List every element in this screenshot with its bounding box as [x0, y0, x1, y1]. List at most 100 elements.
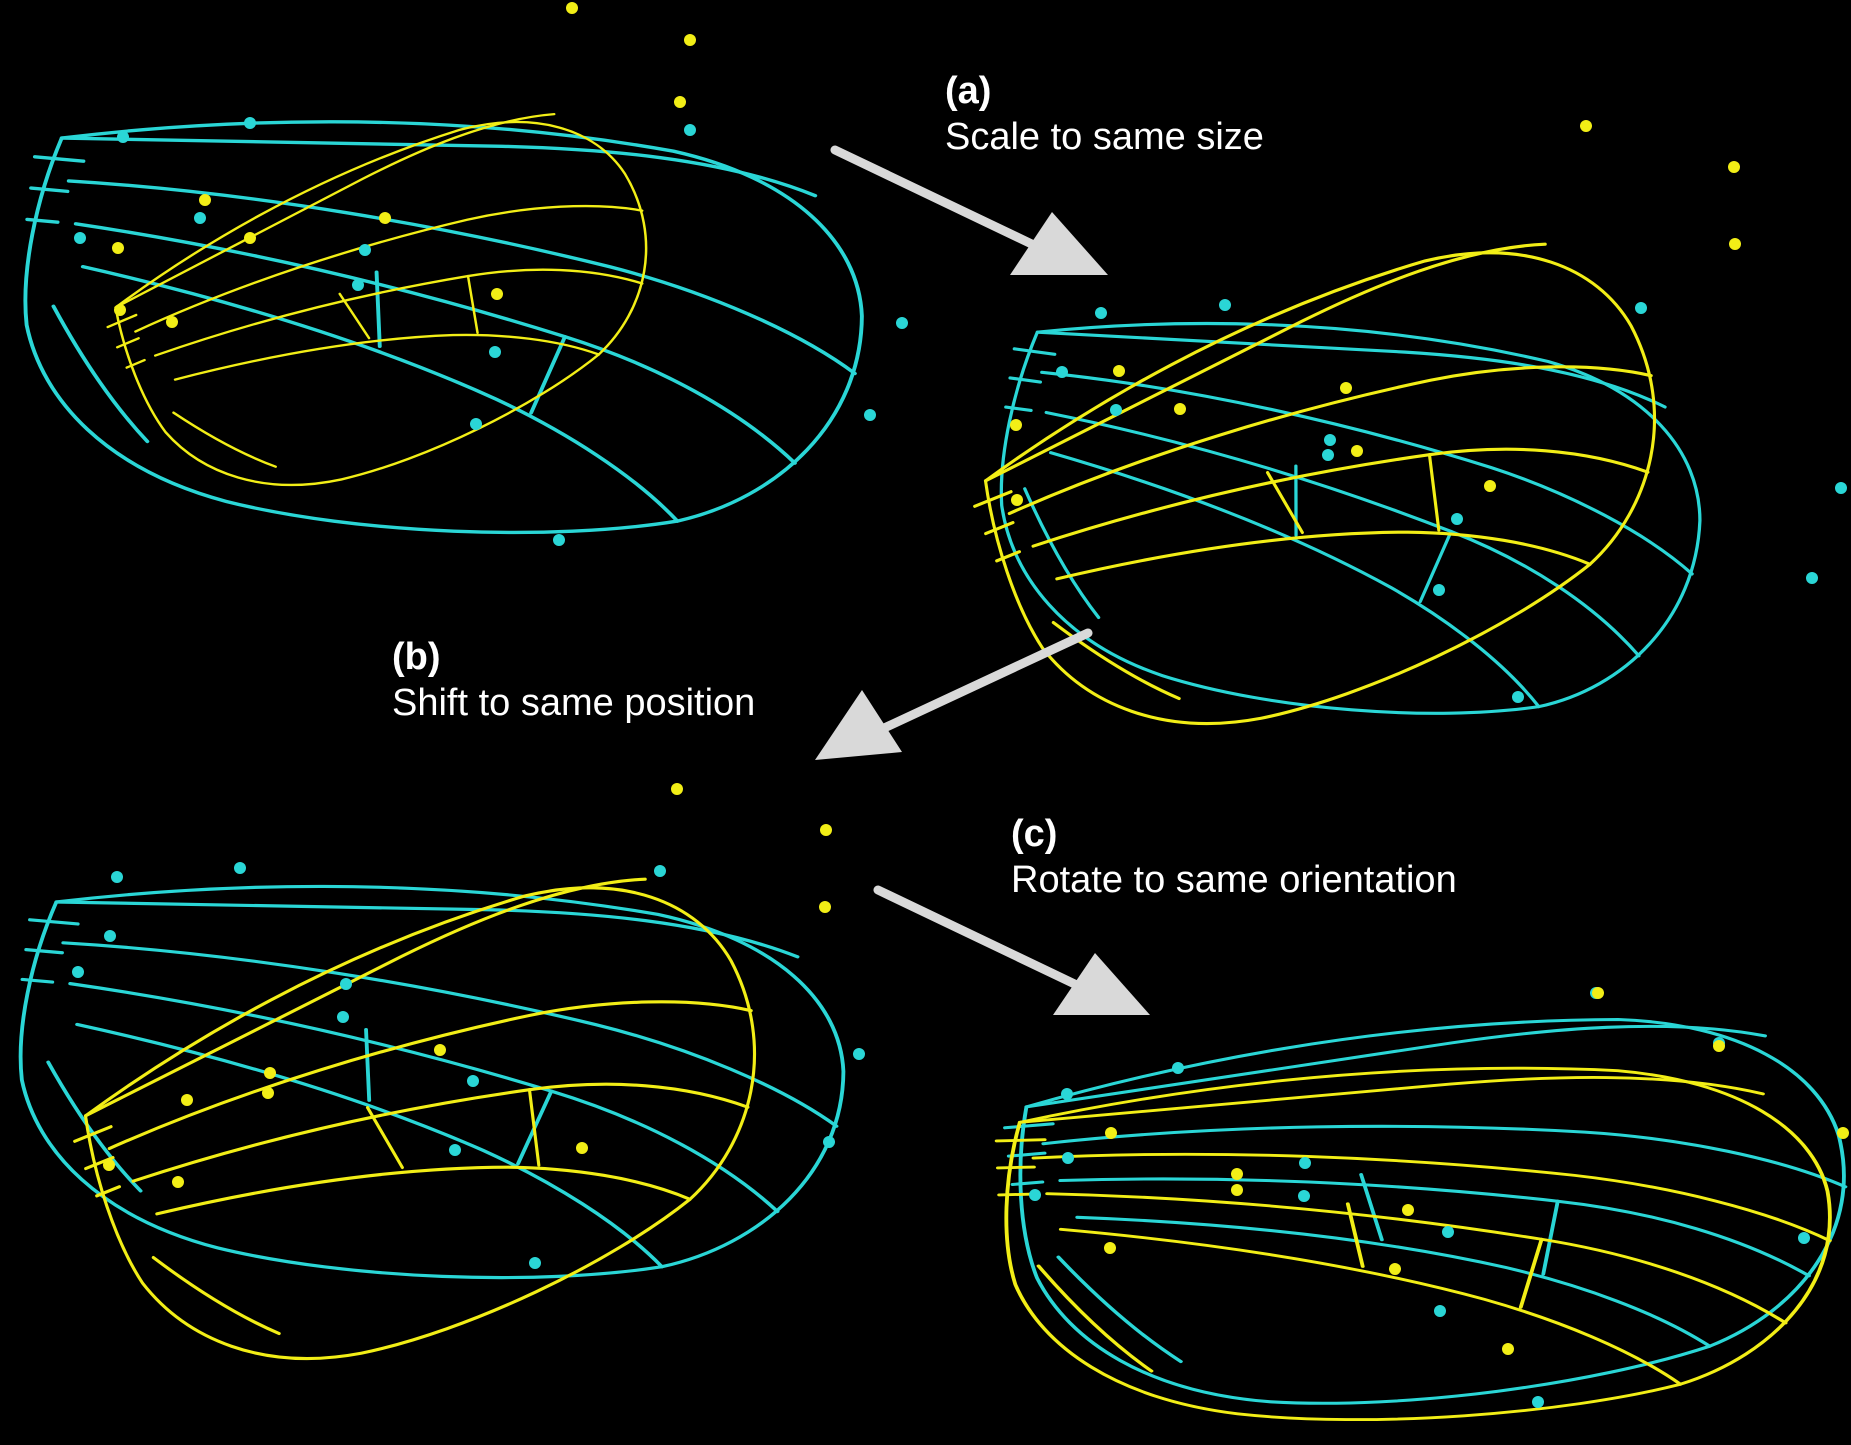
landmark-dot — [262, 1087, 274, 1099]
landmark-dot — [1010, 419, 1022, 431]
landmark-dot — [674, 96, 686, 108]
landmark-dot — [1298, 1190, 1310, 1202]
landmark-dot — [576, 1142, 588, 1154]
landmark-dot — [1434, 1305, 1446, 1317]
step-b-tag: (b) — [392, 636, 441, 678]
landmark-dot — [1512, 691, 1524, 703]
landmark-dot — [1231, 1168, 1243, 1180]
step-a-text: Scale to same size — [945, 116, 1264, 158]
landmark-dot — [1351, 445, 1363, 457]
landmark-dot — [470, 418, 482, 430]
landmark-dot — [1105, 1127, 1117, 1139]
landmark-dot — [820, 824, 832, 836]
landmark-dot — [1532, 1396, 1544, 1408]
landmark-dot — [1806, 572, 1818, 584]
landmark-dot — [864, 409, 876, 421]
landmark-dot — [1484, 480, 1496, 492]
landmark-dot — [104, 930, 116, 942]
landmark-dot — [566, 2, 578, 14]
landmark-dot — [1322, 449, 1334, 461]
landmark-dot — [111, 871, 123, 883]
landmark-dot — [1580, 120, 1592, 132]
landmark-dot — [244, 117, 256, 129]
landmark-dot — [103, 1159, 115, 1171]
landmark-dot — [1110, 404, 1122, 416]
wing-yellow-panel-4 — [991, 1057, 1841, 1432]
landmark-dot — [1095, 307, 1107, 319]
landmark-dot — [1451, 513, 1463, 525]
step-c-tag: (c) — [1011, 813, 1058, 855]
landmark-dot — [1502, 1343, 1514, 1355]
landmark-dot — [1062, 1152, 1074, 1164]
landmark-dot — [337, 1011, 349, 1023]
landmark-dot — [194, 212, 206, 224]
landmark-dot — [489, 346, 501, 358]
landmark-dot — [1113, 365, 1125, 377]
arrow-b — [815, 628, 1093, 760]
landmark-dot — [434, 1044, 446, 1056]
landmark-dot — [264, 1067, 276, 1079]
landmark-dot — [1324, 434, 1336, 446]
wing-cyan-panel-4 — [994, 994, 1851, 1433]
step-a-tag: (a) — [945, 70, 992, 112]
landmark-dot — [1340, 382, 1352, 394]
arrow-c — [873, 885, 1150, 1015]
landmark-dot — [1029, 1189, 1041, 1201]
arrow-a — [830, 145, 1108, 275]
step-c-text: Rotate to same orientation — [1011, 859, 1457, 901]
landmark-dot — [467, 1075, 479, 1087]
landmark-dot — [819, 901, 831, 913]
landmark-dot — [853, 1048, 865, 1060]
landmark-dot — [1728, 161, 1740, 173]
landmark-dot — [684, 34, 696, 46]
landmark-dot — [1729, 238, 1741, 250]
landmark-dot — [172, 1176, 184, 1188]
landmark-dot — [1635, 302, 1647, 314]
landmark-dot — [1219, 299, 1231, 311]
landmark-dot — [112, 242, 124, 254]
landmark-dot — [181, 1094, 193, 1106]
landmark-dot — [74, 232, 86, 244]
landmark-dot — [1172, 1062, 1184, 1074]
landmark-dot — [823, 1136, 835, 1148]
landmark-dot — [1011, 494, 1023, 506]
landmark-dot — [352, 279, 364, 291]
landmark-dot — [1389, 1263, 1401, 1275]
landmark-dot — [1837, 1127, 1849, 1139]
landmark-dot — [244, 232, 256, 244]
landmark-dot — [1835, 482, 1847, 494]
wing-yellow-panel-2 — [948, 190, 1722, 800]
landmark-dot — [1433, 584, 1445, 596]
landmark-dot — [340, 978, 352, 990]
step-c-label: (c) Rotate to same orientation — [1011, 811, 1457, 903]
landmark-dot — [117, 131, 129, 143]
landmark-dot — [234, 862, 246, 874]
step-b-text: Shift to same position — [392, 682, 756, 724]
landmark-dot — [553, 534, 565, 546]
landmark-dot — [654, 865, 666, 877]
landmark-dot — [359, 244, 371, 256]
step-a-label: (a) Scale to same size — [945, 68, 1264, 160]
landmark-dot — [671, 783, 683, 795]
landmark-dot — [1174, 403, 1186, 415]
landmark-dot — [1713, 1040, 1725, 1052]
landmark-dot — [1402, 1204, 1414, 1216]
landmark-points — [72, 2, 1849, 1408]
landmark-dot — [491, 288, 503, 300]
landmark-dot — [1798, 1232, 1810, 1244]
step-b-label: (b) Shift to same position — [392, 634, 755, 726]
landmark-dot — [1231, 1184, 1243, 1196]
landmark-dot — [199, 194, 211, 206]
landmark-dot — [684, 124, 696, 136]
landmark-dot — [449, 1144, 461, 1156]
wing-cyan-panel-1 — [0, 85, 884, 570]
wing-cyan-panel-3 — [0, 851, 866, 1313]
landmark-dot — [529, 1257, 541, 1269]
landmark-dot — [1056, 366, 1068, 378]
landmark-dot — [1299, 1157, 1311, 1169]
landmark-dot — [379, 212, 391, 224]
landmark-dot — [72, 966, 84, 978]
landmark-dot — [1442, 1226, 1454, 1238]
landmark-dot — [1061, 1088, 1073, 1100]
